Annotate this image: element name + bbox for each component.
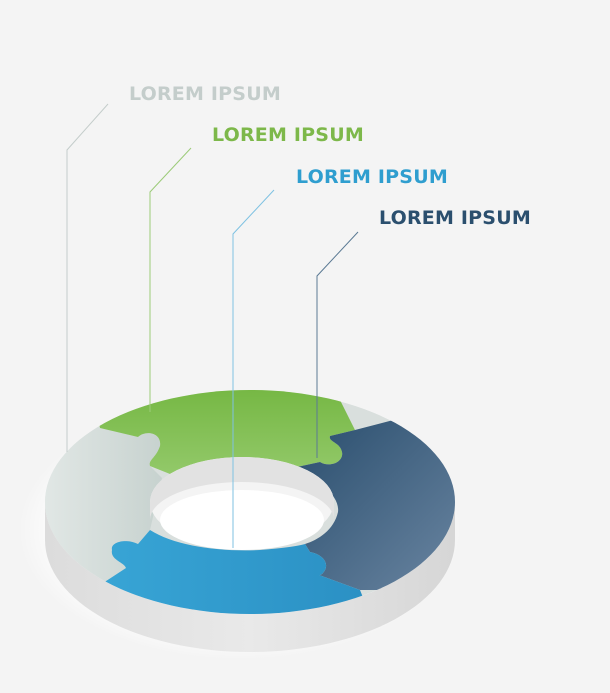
- leader-line-green: [149, 147, 192, 412]
- leader-line-dark-blue: [316, 231, 359, 458]
- ring-side: [45, 502, 455, 652]
- segment-green: [90, 390, 355, 476]
- label-light-gray: LOREM IPSUM: [129, 83, 281, 105]
- leader-line-light-gray: [66, 103, 109, 452]
- ring-hole-floor: [160, 490, 324, 550]
- leader-line-blue: [232, 189, 275, 548]
- label-green: LOREM IPSUM: [212, 124, 364, 146]
- segment-dark-blue: [283, 400, 455, 590]
- label-blue: LOREM IPSUM: [296, 166, 448, 188]
- label-dark-blue: LOREM IPSUM: [379, 207, 531, 229]
- ring-inner-wall: [150, 457, 334, 520]
